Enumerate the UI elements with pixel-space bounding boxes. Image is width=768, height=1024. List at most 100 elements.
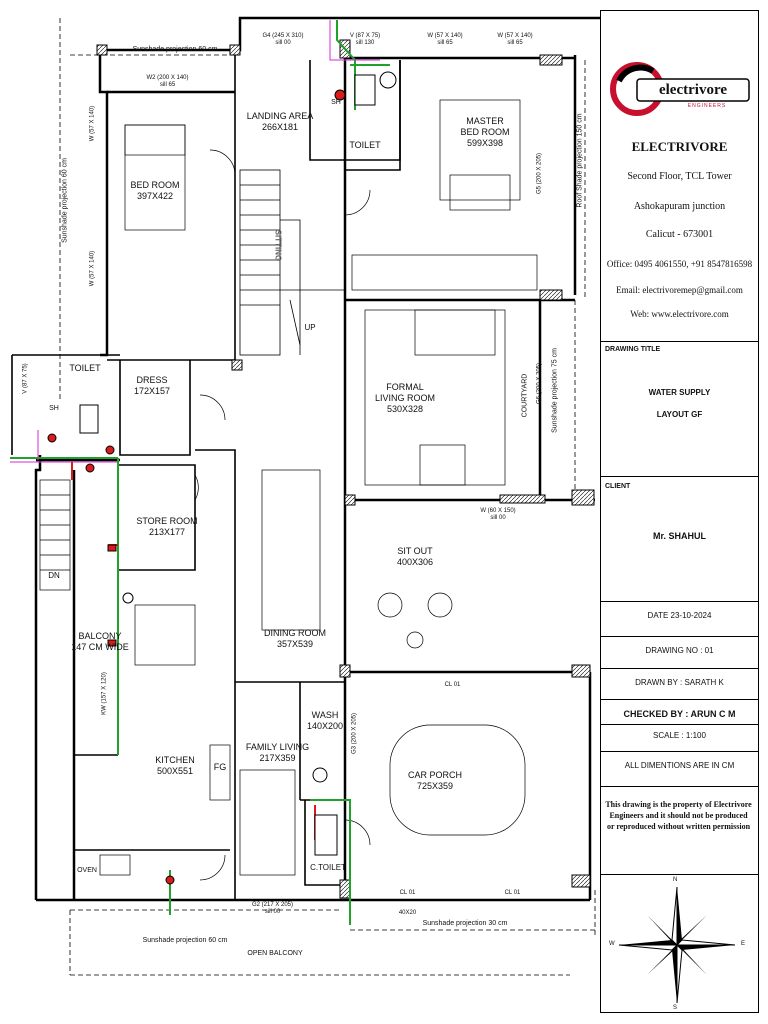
v-top-label: V (87 X 75)sill 130 xyxy=(345,33,385,47)
door-swings xyxy=(194,149,371,881)
sunshade-left: Sunshade projection 60 cm xyxy=(61,158,69,243)
w-top1-label: W (57 X 140)sill 65 xyxy=(425,33,465,47)
sunshade-lines xyxy=(59,18,596,976)
w-left2-label: W (57 X 140) xyxy=(89,250,96,287)
columns xyxy=(96,39,595,899)
column-dim-label: 40X20 xyxy=(398,910,417,916)
w-left1-label: W (57 X 140) xyxy=(89,105,96,142)
date-row: DATE 23-10-2024 xyxy=(601,601,758,631)
stair-down-label: DN xyxy=(48,571,60,580)
client-caption: CLIENT xyxy=(605,483,631,490)
sunshade-top: Sunshade projection 60 cm xyxy=(132,46,218,53)
exterior-walls xyxy=(34,16,600,902)
roof-shade: Roof Shade projection 150 cm xyxy=(576,113,584,208)
room-size: 400X306 xyxy=(396,557,434,567)
room-name: KITCHEN xyxy=(155,755,195,765)
room-name: CAR PORCH xyxy=(407,770,462,780)
room-size: 357X539 xyxy=(276,639,314,649)
floor-plan-drawing xyxy=(10,16,600,976)
w-size: W (57 X 140) xyxy=(497,33,533,39)
cl01-label-a: CL 01 xyxy=(399,890,416,896)
company-name: ELECTRIVORE xyxy=(631,139,728,154)
dimensions-row: ALL DIMENTIONS ARE IN CM xyxy=(601,751,758,789)
sunshade-bottom-right: Sunshade projection 30 cm xyxy=(422,920,508,927)
checked-by-value: CHECKED BY : ARUN C M xyxy=(623,709,736,719)
logo-text: electrivore xyxy=(658,82,727,98)
room-name: LANDING AREA xyxy=(246,111,314,121)
w-sitout-label: W (60 X 150)sill 00 xyxy=(478,508,518,522)
g4-sill: sill 00 xyxy=(275,40,291,46)
compass-n: N xyxy=(673,877,678,883)
w-size: W (57 X 140) xyxy=(427,33,463,39)
room-toilet-left: TOILET xyxy=(69,363,101,373)
company-web: Web: www.electrivore.com xyxy=(630,309,729,319)
room-name: SIT OUT xyxy=(397,546,433,556)
scale-value: SCALE : 1:100 xyxy=(653,731,706,740)
shower-label-top: SH xyxy=(331,99,341,106)
room-size: 725X359 xyxy=(416,781,454,791)
logo-subtext: ENGINEERS xyxy=(687,103,727,109)
v-sill: sill 130 xyxy=(355,40,375,46)
cl01-label-c: CL 01 xyxy=(444,682,461,688)
room-size: 530X328 xyxy=(386,404,424,414)
room-name: BED ROOM xyxy=(130,180,180,190)
pipe-fixtures xyxy=(47,71,397,885)
client-name: Mr. SHAHUL xyxy=(652,531,706,541)
disclaimer-text: This drawing is the property of Electriv… xyxy=(605,800,752,831)
w-sill: sill 00 xyxy=(490,515,506,521)
drawing-title-line-2: LAYOUT GF xyxy=(656,410,703,419)
room-size: 140X200 xyxy=(306,721,344,731)
room-name: FAMILY LIVING xyxy=(245,742,310,752)
g2-sill: sill 00 xyxy=(264,909,281,915)
room-toilet-top: TOILET xyxy=(349,140,381,150)
room-size: 397X422 xyxy=(136,191,174,201)
fridge-label: FG xyxy=(213,762,227,772)
drawing-title-section: DRAWING TITLE WATER SUPPLY LAYOUT GF xyxy=(601,341,758,471)
oven-label: OVEN xyxy=(77,867,97,874)
g3-label: G3 (200 X 205) xyxy=(351,712,358,755)
company-address-1: Second Floor, TCL Tower xyxy=(627,171,732,182)
w2-size: W2 (200 X 140) xyxy=(146,75,189,81)
room-name: WASH xyxy=(311,710,339,720)
room-name-2: BED ROOM xyxy=(460,127,510,137)
water-supply-pipes xyxy=(10,20,390,925)
cl01-label-b: CL 01 xyxy=(504,890,521,896)
room-size: 500X551 xyxy=(156,766,194,776)
shower-label-left: SH xyxy=(49,405,59,412)
drawing-no-row: DRAWING NO : 01 xyxy=(601,636,758,666)
company-address-3: Calicut - 673001 xyxy=(645,229,714,240)
room-size: 172X157 xyxy=(133,386,171,396)
g4-size: G4 (245 X 310) xyxy=(262,33,304,39)
room-courtyard: COURTYARD xyxy=(521,373,529,418)
client-section: CLIENT Mr. SHAHUL xyxy=(601,476,758,601)
sitting-label: SITTING xyxy=(273,229,283,262)
room-ctoilet: C.TOILET xyxy=(310,863,346,872)
scale-row: SCALE : 1:100 xyxy=(601,724,758,749)
stair-up-label: UP xyxy=(304,323,316,332)
room-name: STORE ROOM xyxy=(136,516,198,526)
g4-label: G4 (245 X 310)sill 00 xyxy=(258,33,308,47)
company-logo: electrivore ENGINEERS xyxy=(607,41,752,141)
drawing-title-line-1: WATER SUPPLY xyxy=(648,388,711,397)
kw-label: KW (157 X 120) xyxy=(101,672,108,715)
room-name-2: LIVING ROOM xyxy=(374,393,435,403)
drawing-title-caption: DRAWING TITLE xyxy=(605,346,661,353)
compass-s: S xyxy=(673,1005,678,1011)
compass-w: W xyxy=(609,941,615,947)
drawn-by-value: DRAWN BY : SARATH K xyxy=(635,678,724,687)
company-address-2: Ashokapuram junction xyxy=(633,201,726,212)
w-sill: sill 65 xyxy=(507,40,523,46)
w-size: W (60 X 150) xyxy=(480,508,516,514)
room-name: FORMAL xyxy=(386,382,424,392)
title-block: electrivore ENGINEERS ELECTRIVORE Second… xyxy=(600,10,759,1013)
room-name: MASTER xyxy=(466,116,504,126)
staircase xyxy=(239,169,345,356)
